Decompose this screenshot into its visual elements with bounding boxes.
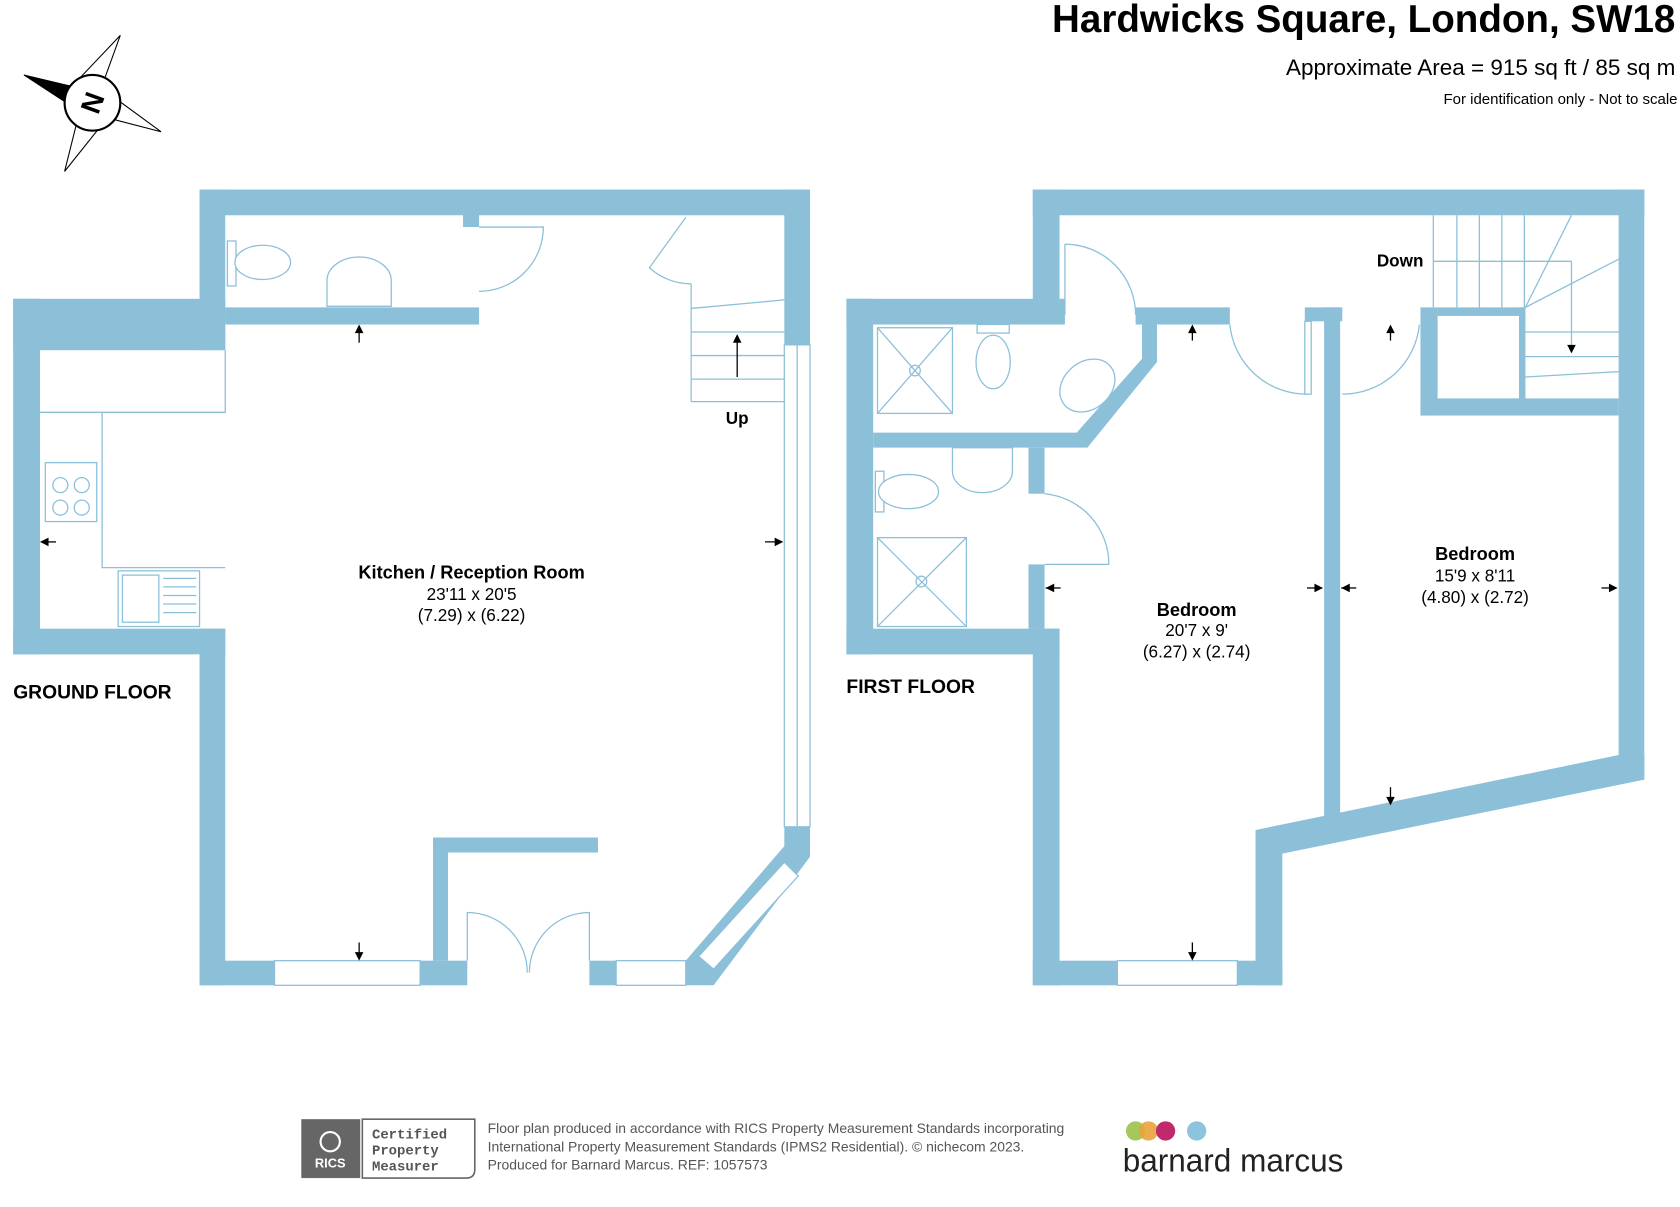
page-title: Hardwicks Square, London, SW18 (1052, 0, 1675, 41)
first-floor-label: FIRST FLOOR (846, 677, 975, 698)
footer-disclaimer: Floor plan produced in accordance with R… (488, 1120, 1065, 1172)
area-text: Approximate Area = 915 sq ft / 85 sq m (1286, 55, 1675, 80)
svg-text:Bedroom: Bedroom (1435, 544, 1515, 564)
ground-floor-walls (13, 189, 811, 986)
svg-text:Floor plan produced in accorda: Floor plan produced in accordance with R… (488, 1120, 1065, 1136)
svg-text:Produced for Barnard Marcus.: Produced for Barnard Marcus. REF: 105757… (488, 1157, 768, 1173)
svg-text:(4.80) x (2.72): (4.80) x (2.72) (1421, 587, 1529, 607)
first-floor-dimension-arrows (1045, 324, 1618, 961)
svg-text:RICS: RICS (315, 1155, 346, 1170)
scale-note: For identification only - Not to scale (1443, 91, 1677, 108)
rics-badge: RICS Certified Property Measurer (301, 1118, 476, 1179)
svg-text:23'11 x 20'5: 23'11 x 20'5 (427, 584, 517, 604)
svg-text:(6.27) x (2.74): (6.27) x (2.74) (1143, 642, 1251, 662)
svg-text:barnard marcus: barnard marcus (1123, 1143, 1344, 1179)
svg-text:Property: Property (372, 1144, 439, 1160)
room-label-kitchen-reception: Kitchen / Reception Room 23'11 x 20'5 (7… (358, 562, 584, 625)
stairs-up-label: Up (726, 408, 749, 428)
svg-text:15'9 x 8'11: 15'9 x 8'11 (1435, 566, 1516, 586)
svg-text:Measurer: Measurer (372, 1160, 439, 1176)
svg-text:Certified: Certified (372, 1127, 447, 1143)
compass-icon: N (23, 34, 162, 172)
svg-text:Bedroom: Bedroom (1157, 600, 1237, 620)
room-label-bedroom-2: Bedroom 15'9 x 8'11 (4.80) x (2.72) (1421, 544, 1529, 607)
svg-text:20'7 x 9': 20'7 x 9' (1165, 620, 1228, 640)
barnard-marcus-logo: barnard marcus (1123, 1121, 1344, 1179)
first-floor-walls (846, 189, 1645, 986)
ground-floor-label: GROUND FLOOR (13, 682, 171, 703)
svg-text:(7.29) x (6.22): (7.29) x (6.22) (418, 605, 526, 625)
ground-floor-dimension-arrows (39, 324, 784, 961)
room-label-bedroom-1: Bedroom 20'7 x 9' (6.27) x (2.74) (1143, 600, 1251, 662)
stairs-down-label: Down (1377, 251, 1424, 271)
svg-text:Kitchen / Reception Room: Kitchen / Reception Room (358, 562, 584, 582)
svg-text:International Property Measure: International Property Measurement Stand… (488, 1138, 1025, 1154)
